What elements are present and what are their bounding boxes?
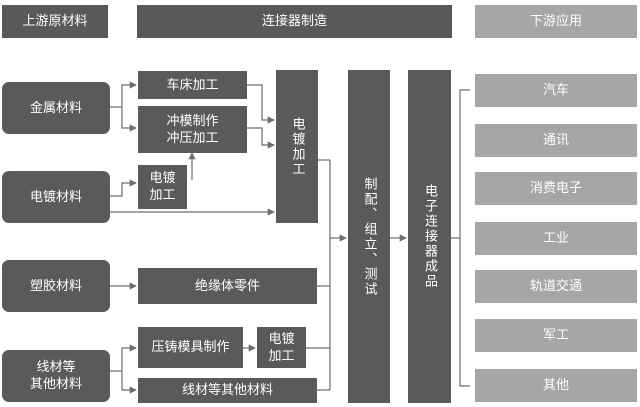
- process-stamping: 冲模制作 冲压加工: [138, 106, 247, 153]
- process-plating-main: 电镀加工: [276, 70, 318, 223]
- app-automotive: 汽车: [475, 74, 637, 107]
- header-upstream: 上游原材料: [2, 5, 108, 38]
- wire-bracket: [459, 89, 470, 387]
- app-industrial: 工业: [475, 222, 637, 255]
- process-finished: 电子连接器成品: [408, 70, 451, 403]
- wire-lathe-to-plating: [247, 84, 275, 124]
- process-insulator: 绝缘体零件: [138, 268, 317, 304]
- material-plastic: 塑胶材料: [2, 260, 110, 312]
- app-military: 军工: [475, 319, 637, 352]
- wire-metal-to-lathe: [121, 81, 137, 107]
- process-plating-main-label: 电镀加工: [289, 116, 305, 177]
- app-telecom: 通讯: [475, 124, 637, 157]
- process-die-casting: 压铸模具制作: [138, 327, 243, 368]
- wire-stamping-to-plating: [247, 127, 275, 149]
- process-wire-other: 线材等其他材料: [138, 378, 317, 403]
- process-plating-small: 电镀 加工: [138, 165, 187, 209]
- wire-metal-to-stamping: [121, 107, 137, 132]
- material-wire: 线材等 其他材料: [2, 350, 110, 402]
- material-plating: 电镀材料: [2, 171, 110, 223]
- app-rail-transit: 轨道交通: [475, 270, 637, 303]
- header-downstream: 下游应用: [475, 5, 637, 38]
- wire-wiremat-to-casting: [121, 344, 137, 371]
- wire-wiremat-to-wireother: [121, 371, 137, 394]
- process-lathe: 车床加工: [138, 71, 247, 99]
- header-manufacturing: 连接器制造: [137, 5, 452, 38]
- wire-platingmat-split: [110, 179, 137, 197]
- process-finished-label: 电子连接器成品: [422, 184, 437, 289]
- app-consumer-electronics: 消费电子: [475, 172, 637, 205]
- app-other: 其他: [475, 369, 637, 402]
- process-assembly-label: 制配、组立、测试: [361, 176, 377, 297]
- material-metal: 金属材料: [2, 82, 110, 134]
- process-plating-small-2: 电镀 加工: [257, 327, 306, 368]
- process-assembly: 制配、组立、测试: [348, 70, 390, 403]
